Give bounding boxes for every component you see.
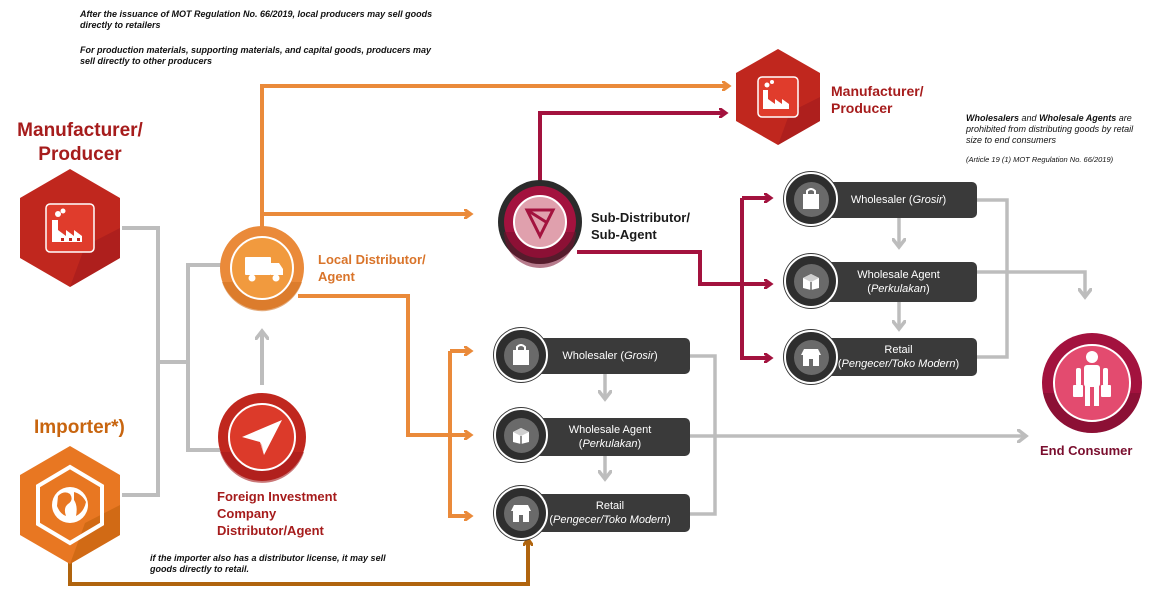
foreign-investment-line3: Distributor/Agent [217, 523, 324, 538]
grey-flows-middle [605, 354, 1025, 516]
orange-flows [260, 86, 728, 516]
wholesale-agent-right-post: ) [926, 283, 930, 295]
manufacturer-top-hexagon [736, 49, 820, 145]
sub-distributor-label: Sub-Distributor/ Sub-Agent [591, 209, 721, 243]
shopping-bag-icon [513, 344, 529, 365]
local-distributor-circle [220, 226, 304, 312]
store-icon [511, 505, 531, 522]
wholesale-agent-mid-pre: ( [578, 438, 583, 450]
retail-mid-ring [494, 486, 548, 540]
wholesaler-mid-it: Grosir [624, 350, 655, 362]
retail-mid-pre: ( [549, 514, 554, 526]
importer-to-retail-line [68, 540, 528, 586]
top-note-2: For production materials, supporting mat… [80, 45, 432, 66]
right-note: Wholesalers and Wholesale Agents are pro… [966, 113, 1141, 146]
manufacturer-left-line2: Producer [38, 144, 122, 165]
wholesaler-right-ring [784, 172, 838, 226]
truck-icon [245, 257, 283, 282]
retail-right-ring [784, 330, 838, 384]
sub-distributor-line2: Sub-Agent [591, 227, 657, 242]
sub-distributor-line1: Sub-Distributor/ [591, 210, 690, 225]
retail-mid-post: ) [666, 514, 671, 526]
store-icon [801, 349, 821, 366]
right-note-bold-1: Wholesalers [966, 113, 1020, 123]
right-note-ref: (Article 19 (1) MOT Regulation No. 66/20… [966, 155, 1114, 164]
factory-icon [52, 208, 82, 242]
wholesale-agent-mid-line1: Wholesale Agent [568, 424, 652, 436]
globe-icon [52, 487, 88, 523]
wholesaler-right-pre: Wholesaler ( [850, 194, 913, 206]
right-note-rest: are prohibited from distributing goods b… [966, 113, 1134, 145]
wholesale-agent-right-pre: ( [867, 283, 871, 295]
wholesaler-right-it: Grosir [912, 194, 943, 206]
retail-right-post: ) [955, 358, 960, 370]
wholesale-agent-right-line1: Wholesale Agent [857, 269, 940, 281]
right-note-bold-2: Wholesale Agents [1039, 113, 1117, 123]
foreign-investment-line1: Foreign Investment [217, 489, 337, 504]
retail-right-it: Pengecer/Toko Modern [841, 358, 956, 370]
manufacturer-top-line2: Producer [831, 100, 893, 116]
right-note-and: and [1019, 113, 1040, 123]
local-distributor-line2: Agent [318, 269, 355, 284]
local-distributor-label: Local Distributor/ Agent [318, 251, 458, 285]
foreign-investment-label: Foreign Investment Company Distributor/A… [217, 488, 357, 539]
box-icon [513, 428, 529, 444]
bottom-note: if the importer also has a distributor l… [150, 553, 386, 574]
wholesale-agent-right-ring [784, 254, 838, 308]
crimson-flows [538, 113, 770, 358]
person-icon [1073, 351, 1111, 406]
top-note-1: After the issuance of MOT Regulation No.… [80, 9, 433, 30]
wholesaler-mid-ring [494, 328, 548, 382]
wholesaler-mid-pre: Wholesaler ( [562, 350, 625, 362]
grey-connectors [122, 226, 262, 497]
box-icon [803, 274, 819, 290]
manufacturer-top-line1: Manufacturer/ [831, 83, 924, 99]
foreign-investment-circle [218, 393, 306, 483]
wholesale-agent-mid-post: ) [637, 438, 642, 450]
target-icon [524, 208, 556, 240]
retail-mid-line1: Retail [595, 500, 625, 512]
retail-mid-it: Pengecer/Toko Modern [553, 514, 667, 526]
wholesaler-right-post: ) [942, 194, 947, 206]
local-distributor-line1: Local Distributor/ [318, 252, 426, 267]
importer-hexagon [20, 446, 120, 564]
manufacturer-left-line1: Manufacturer/ [17, 120, 143, 141]
manufacturer-left-hexagon [20, 169, 120, 287]
manufacturer-left-label: Manufacturer/ Producer [10, 119, 150, 167]
wholesale-agent-mid-ring [494, 408, 548, 462]
wholesale-agent-mid-it: Perkulakan [582, 438, 638, 450]
end-consumer-label: End Consumer [1040, 443, 1133, 458]
factory-icon [763, 80, 789, 109]
end-consumer-circle [1042, 333, 1142, 434]
wholesale-agent-right-it: Perkulakan [870, 283, 927, 295]
paper-plane-icon [242, 420, 282, 455]
retail-right-pre: ( [837, 358, 842, 370]
sub-distributor-circle [498, 180, 582, 268]
retail-right-line1: Retail [884, 344, 913, 356]
grey-flows-right [899, 198, 1085, 359]
importer-label: Importer*) [34, 417, 125, 438]
shopping-bag-icon [803, 188, 819, 209]
manufacturer-top-label: Manufacturer/ Producer [831, 83, 951, 117]
foreign-investment-line2: Company [217, 506, 277, 521]
wholesaler-mid-post: ) [654, 350, 658, 362]
